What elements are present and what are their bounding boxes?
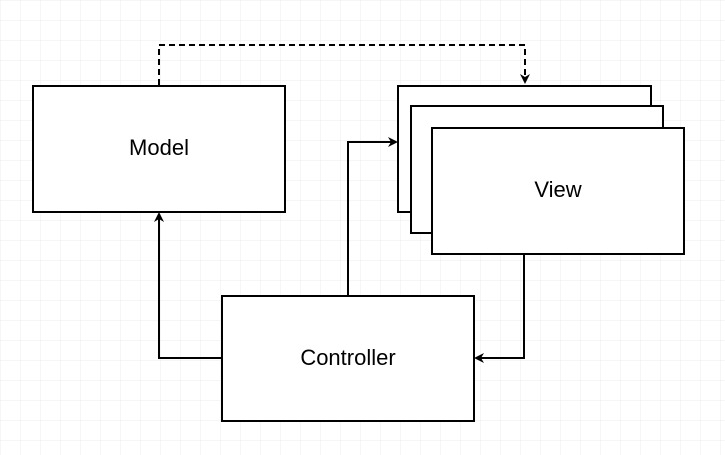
controller-node[interactable]: Controller [221,295,475,422]
edge-controller-to-model [154,212,222,359]
edge-controller-to-view [347,137,398,296]
view-box-front [431,127,685,255]
controller-box [221,295,475,422]
view-node[interactable]: View [397,85,685,255]
model-node[interactable]: Model [32,85,286,213]
view-label: View [534,177,581,202]
model-label: Model [129,135,189,160]
edge-view-to-controller [474,253,525,363]
model-box [32,85,286,213]
controller-label: Controller [300,345,395,370]
edge-model-to-view-dashed [158,44,530,85]
